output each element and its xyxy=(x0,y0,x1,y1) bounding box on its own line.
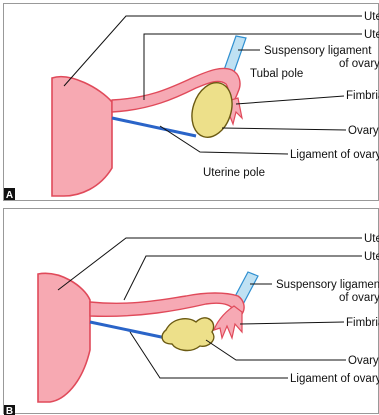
panel-b-label-uterus: Uterus xyxy=(364,233,379,245)
panel-a-suspensory-ligament xyxy=(224,36,246,72)
panel-b-ovary xyxy=(162,318,214,351)
panel-a-ovarian-ligament xyxy=(112,118,196,136)
panel-b-uterus xyxy=(38,273,90,402)
panel-b-leader-ovary xyxy=(206,340,346,360)
panel-a-label-tubal-pole: Tubal pole xyxy=(250,68,303,80)
panel-a-leader-fimbria xyxy=(236,96,344,104)
panel-b-uterine-tube xyxy=(90,293,244,316)
panel-b-label-suspensory-1: Suspensory ligament xyxy=(276,279,379,291)
panel-b-label-ligament: Ligament of ovary xyxy=(290,373,379,385)
panel-b-label-uterine-tube: Uterine tube xyxy=(364,251,379,263)
panel-b-fimbria xyxy=(214,306,242,338)
panel-a: Uterus Uterine tube Suspensory ligament … xyxy=(4,4,379,202)
panel-a-label-uterine-pole: Uterine pole xyxy=(203,167,265,179)
panel-b-leader-fimbria xyxy=(240,322,344,324)
panel-a-label-fimbria: Fimbria xyxy=(346,90,379,102)
panel-a-label-suspensory-1: Suspensory ligament xyxy=(264,45,372,57)
panel-b: Uterus Uterine tube Suspensory ligament … xyxy=(4,209,379,415)
panel-a-label-uterus: Uterus xyxy=(364,11,379,23)
panel-b-label-ovary: Ovary xyxy=(348,355,379,367)
panel-a-leader-ligament xyxy=(160,126,288,154)
panel-b-marker: B xyxy=(6,406,13,415)
panel-a-label-ovary: Ovary xyxy=(348,125,379,137)
panel-a-leader-ovary xyxy=(222,128,346,130)
panel-a-uterus xyxy=(52,77,112,196)
panel-a-marker: A xyxy=(6,190,13,201)
panel-b-label-suspensory-2: of ovary xyxy=(339,292,379,304)
panel-b-ovarian-ligament xyxy=(90,322,166,338)
panel-a-label-uterine-tube: Uterine tube xyxy=(364,29,379,41)
panel-a-label-suspensory-2: of ovary xyxy=(339,58,379,70)
panel-b-label-fimbria: Fimbria xyxy=(346,317,379,329)
panel-a-label-ligament: Ligament of ovary xyxy=(290,149,379,161)
